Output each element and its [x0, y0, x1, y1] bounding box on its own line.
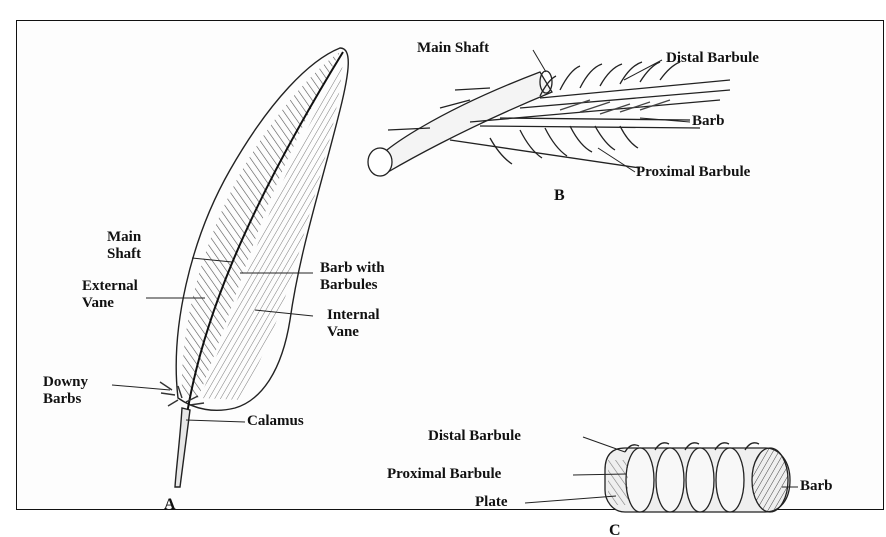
label-calamus: Calamus	[247, 413, 304, 430]
panel-label-a: A	[164, 496, 176, 513]
label-distal-barbule-b: Distal Barbule	[666, 50, 759, 67]
label-plate: Plate	[475, 494, 507, 511]
label-barb-c: Barb	[800, 478, 833, 495]
panel-label-b: B	[554, 187, 565, 204]
label-main-shaft-b: Main Shaft	[417, 40, 489, 57]
label-proximal-barbule-c: Proximal Barbule	[387, 466, 501, 483]
barb-cross-section-c	[605, 443, 790, 512]
label-proximal-barbule-b: Proximal Barbule	[636, 164, 750, 181]
barb-section-b	[368, 62, 730, 176]
label-barb-with-barbules: Barb with Barbules	[320, 260, 385, 294]
label-barb-b: Barb	[692, 113, 725, 130]
leader-lines-b	[533, 50, 690, 172]
label-distal-barbule-c: Distal Barbule	[428, 428, 521, 445]
label-internal-vane: Internal Vane	[327, 307, 380, 341]
panel-label-c: C	[609, 522, 621, 537]
label-external-vane: External Vane	[82, 278, 138, 312]
label-main-shaft-a: Main Shaft	[107, 229, 141, 263]
label-downy-barbs: Downy Barbs	[43, 374, 88, 408]
